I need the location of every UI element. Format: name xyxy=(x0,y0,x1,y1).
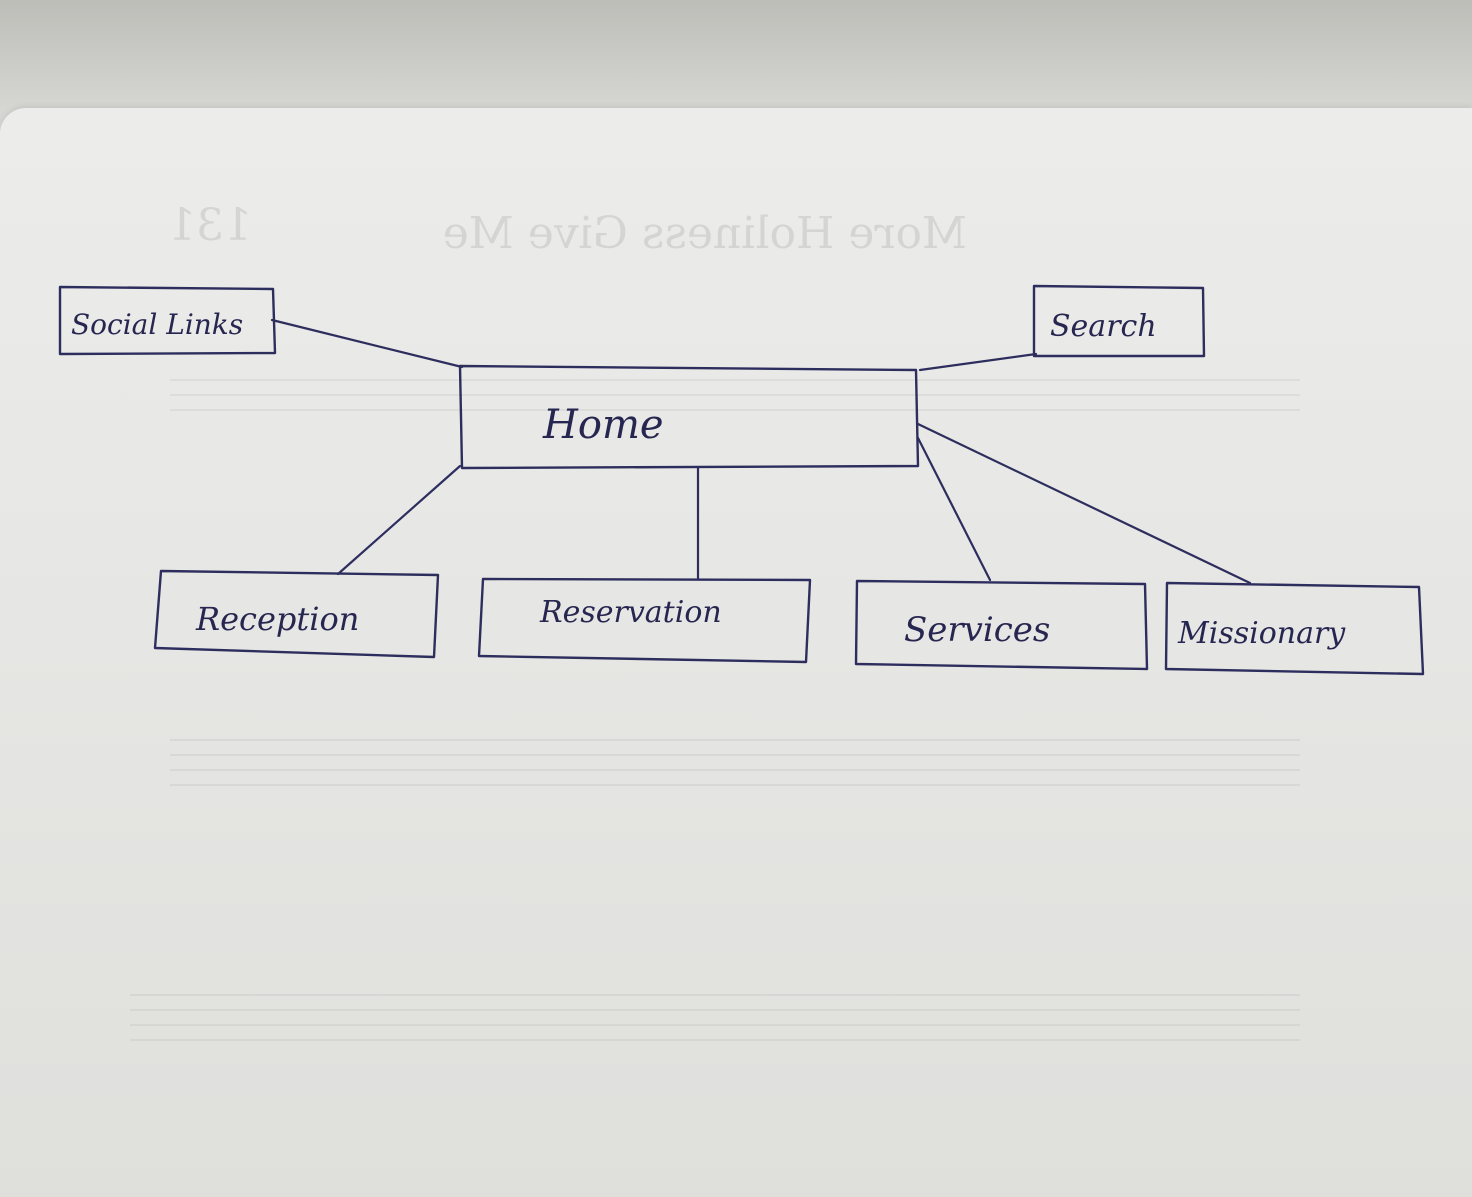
edge-home-missionary xyxy=(916,422,1252,585)
node-search: Search xyxy=(1032,284,1206,358)
edge-home-services xyxy=(916,436,992,582)
reception-box xyxy=(153,569,440,659)
search-box xyxy=(1032,284,1206,358)
edge-home-search xyxy=(918,352,1038,372)
missionary-label: Missionary xyxy=(1177,616,1346,651)
node-reception: Reception xyxy=(153,569,440,659)
social-links-label: Social Links xyxy=(71,308,243,341)
reservation-box xyxy=(477,577,812,664)
search-label: Search xyxy=(1050,309,1157,344)
reservation-label: Reservation xyxy=(539,595,722,630)
node-social-links: Social Links xyxy=(58,285,277,356)
node-reservation: Reservation xyxy=(477,577,812,664)
node-missionary: Missionary xyxy=(1164,581,1425,676)
social-links-box xyxy=(58,285,277,356)
edge-home-social-links xyxy=(270,318,464,369)
missionary-box xyxy=(1164,581,1425,676)
services-box xyxy=(854,579,1149,671)
node-services: Services xyxy=(854,579,1149,671)
node-home: Home xyxy=(458,364,920,470)
edge-home-reception xyxy=(336,464,462,576)
services-label: Services xyxy=(904,610,1050,650)
edges xyxy=(270,318,1252,585)
home-label: Home xyxy=(542,402,664,448)
home-box xyxy=(458,364,920,470)
reception-label: Reception xyxy=(195,600,359,638)
